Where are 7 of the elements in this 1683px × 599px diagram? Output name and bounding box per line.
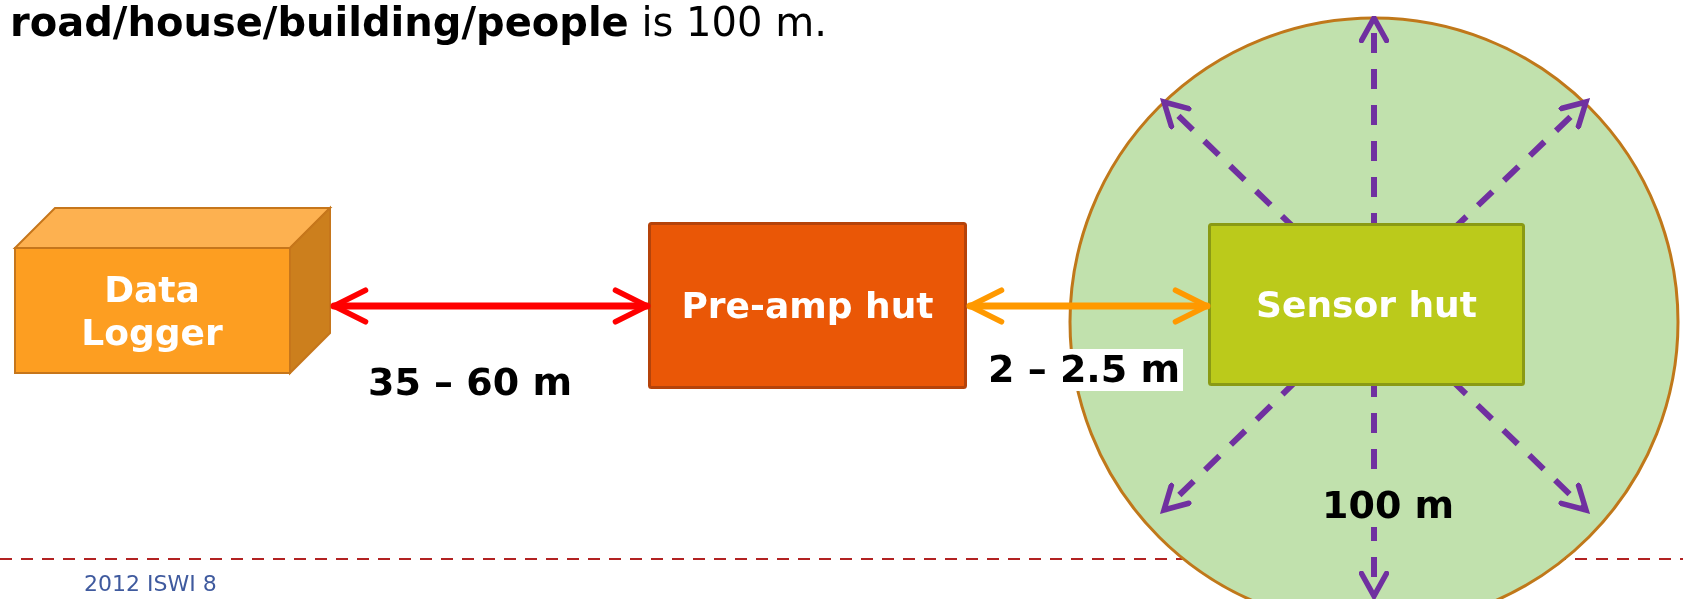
node-label: Data Logger <box>80 267 224 355</box>
double-arrow <box>966 287 1211 325</box>
node-label: Pre-amp hut <box>681 283 934 328</box>
double-arrow <box>330 287 651 325</box>
footer-text: 2012 ISWI 8 <box>84 572 217 597</box>
title: road/house/building/people is 100 m. <box>10 0 827 44</box>
node-label: Sensor hut <box>1256 282 1477 327</box>
